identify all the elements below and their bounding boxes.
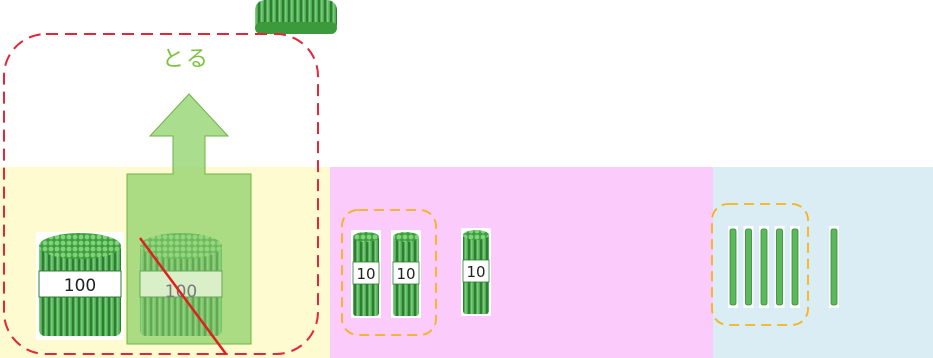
ones-stick-grouped	[774, 226, 785, 308]
action-label: とる	[162, 47, 210, 72]
ten-bundle-2	[391, 230, 421, 318]
ones-sticks	[728, 226, 839, 308]
tens-group-outline	[341, 209, 437, 336]
ten-bundle-3-label: 10	[466, 263, 485, 281]
ten-bundle-1-label: 10	[356, 265, 375, 283]
ones-stick-single	[829, 226, 839, 308]
take-group-outline	[3, 33, 319, 355]
ones-group-outline	[711, 203, 809, 326]
ones-stick-grouped	[759, 226, 769, 308]
hundred-bundle-1	[36, 232, 124, 340]
cross-out-line	[138, 237, 228, 355]
hundred-bundle-1-label: 100	[64, 276, 96, 296]
ten-bundle-3	[461, 228, 491, 316]
ones-stick-grouped	[790, 226, 800, 308]
taken-bundle-top	[255, 0, 337, 34]
ten-bundle-2-label: 10	[396, 265, 415, 283]
tens-area	[330, 167, 713, 358]
ones-stick-grouped	[728, 226, 738, 308]
ten-bundle-1	[351, 230, 381, 318]
ones-stick-grouped	[743, 226, 754, 308]
